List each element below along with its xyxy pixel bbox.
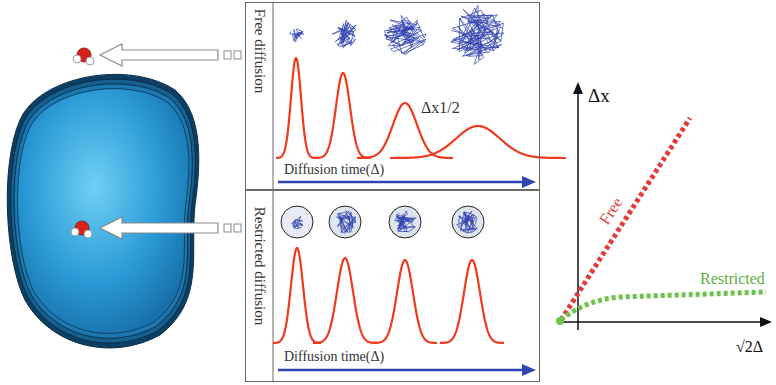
water-molecule (71, 221, 92, 238)
dotted-tail (224, 224, 231, 232)
dotted-tail (234, 224, 241, 232)
diffusion-path (451, 5, 504, 64)
diffusion-path (291, 216, 302, 228)
restricting-pore (452, 206, 484, 238)
axis-label: Diffusion time(Δ) (284, 162, 384, 177)
chart-axes (556, 82, 772, 330)
dotted-tail (234, 51, 241, 59)
axis-head (522, 176, 536, 188)
displacement-profile (273, 248, 321, 343)
diffusion-path (332, 20, 356, 48)
restricted-panel: Restricted diffusionDiffusion time(Δ) (245, 190, 540, 382)
pointer-arrow (100, 217, 218, 239)
restricting-pore (281, 206, 313, 238)
axis-label: Diffusion time(Δ) (284, 349, 384, 364)
axis-head (760, 317, 772, 327)
cell-body (7, 74, 199, 348)
diffusion-path (395, 211, 416, 232)
displacement-profile (315, 73, 371, 158)
time-axis (278, 369, 524, 372)
cell-layer (14, 84, 192, 338)
panel-divider (273, 2, 274, 382)
diffusion-path (289, 29, 303, 42)
restricted-trend (561, 292, 766, 320)
displacement-profile (276, 58, 316, 158)
cell-layer (11, 79, 196, 343)
diffusion-path (384, 15, 426, 54)
dotted-tail (224, 51, 231, 59)
diffusion-path (457, 211, 478, 233)
displacement-profile (373, 260, 437, 343)
cell-layer (7, 74, 199, 348)
axis-head (573, 82, 583, 94)
restricting-pore (329, 206, 361, 238)
free-panel: Free diffusionΔx1/2Diffusion time(Δ) (245, 2, 540, 190)
displacement-profile (440, 260, 504, 343)
origin-dot (556, 317, 564, 325)
axis-label: √2Δ (736, 338, 763, 356)
x-axis (560, 321, 762, 323)
restricting-pore (389, 206, 421, 238)
axis-head (522, 364, 536, 376)
cell-interior (18, 89, 189, 334)
panel-title: Free diffusion (252, 9, 269, 93)
diffusion-path (337, 211, 356, 234)
free-trend (561, 118, 690, 320)
displacement-profile (313, 258, 377, 343)
axis-label: Δx (588, 86, 610, 107)
series-label: Restricted (700, 270, 765, 288)
width-label: Δx1/2 (421, 99, 460, 117)
water-molecule (73, 48, 94, 65)
panel-title: Restricted diffusion (252, 207, 269, 325)
pointer-arrow (100, 44, 218, 66)
time-axis (278, 181, 524, 184)
